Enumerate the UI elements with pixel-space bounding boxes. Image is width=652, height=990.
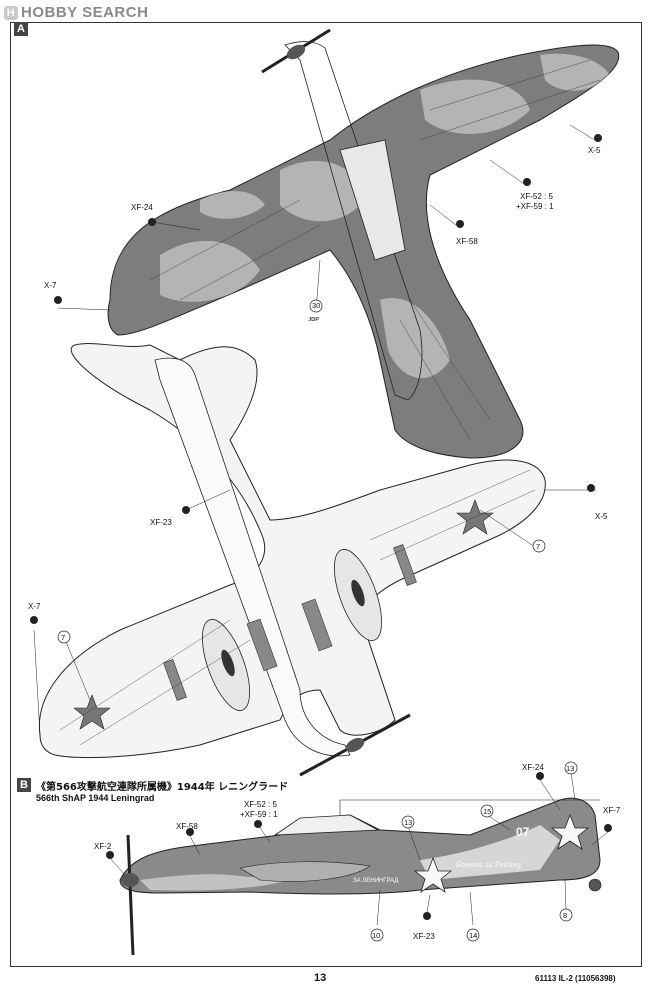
callout-top-30: 30 [312,301,321,310]
callout-bottom-7a: 7 [536,542,541,551]
callout-side-13a: 13 [566,764,575,773]
callout-bottom-7b: 7 [61,633,66,642]
callout-side-15: 15 [483,807,492,816]
callout-side-13b: 13 [404,818,413,827]
side-view-aircraft [119,797,602,956]
side-view-title-jp: 《第566攻撃航空連隊所属機》1944年 レニングラード [36,782,289,793]
leader-lines [33,124,609,926]
product-code: 61113 IL-2 (11056398) [535,974,616,983]
tail-code-marking: 07 [516,825,530,839]
bottom-view-aircraft [38,343,546,777]
callout-side-10: 10 [372,931,381,940]
callout-side-14: 14 [469,931,478,940]
callout-top-xf58: XF-58 [456,237,478,246]
top-view-aircraft [107,28,620,459]
watermark-text: HOBBY SEARCH [21,4,149,21]
callout-bottom-x5: X-5 [595,512,608,521]
callout-bottom-xf23: XF-23 [150,518,172,527]
page-number: 13 [314,972,327,984]
callout-top-xf52: XF-52 : 5 [520,192,553,201]
callout-top-xf24: XF-24 [131,203,153,212]
callout-top-30-sub: ᴊᴅᴘ [308,314,320,323]
part-number-circles [57,299,578,942]
callout-side-xf7: XF-7 [603,806,621,815]
callout-side-xf59: +XF-59 : 1 [240,810,278,819]
callout-side-xf24: XF-24 [522,763,544,772]
paint-callout-dots [30,134,612,920]
callout-top-x5: X-5 [588,146,601,155]
callout-side-8: 8 [563,911,568,920]
fuselage-slogan-marking: ЗА ЛЕНИНГРАД [353,878,399,884]
callout-side-xf2: XF-2 [94,842,112,851]
side-view-title-en: 566th ShAP 1944 Leningrad [36,793,155,803]
callout-side-xf23: XF-23 [413,932,435,941]
section-b-marker: B [17,778,31,792]
fuselage-script-marking: Боевой за Родину [456,861,522,869]
callout-side-xf52: XF-52 : 5 [244,800,277,809]
callout-top-xf59: +XF-59 : 1 [516,202,554,211]
page-frame [10,22,642,967]
hobbysearch-logo-icon: H [4,5,18,20]
section-a-marker: A [14,22,28,36]
callout-side-xf58: XF-58 [176,822,198,831]
watermark: H HOBBY SEARCH [4,4,148,21]
callout-top-x7: X-7 [44,281,57,290]
callout-bottom-x7: X-7 [28,602,41,611]
